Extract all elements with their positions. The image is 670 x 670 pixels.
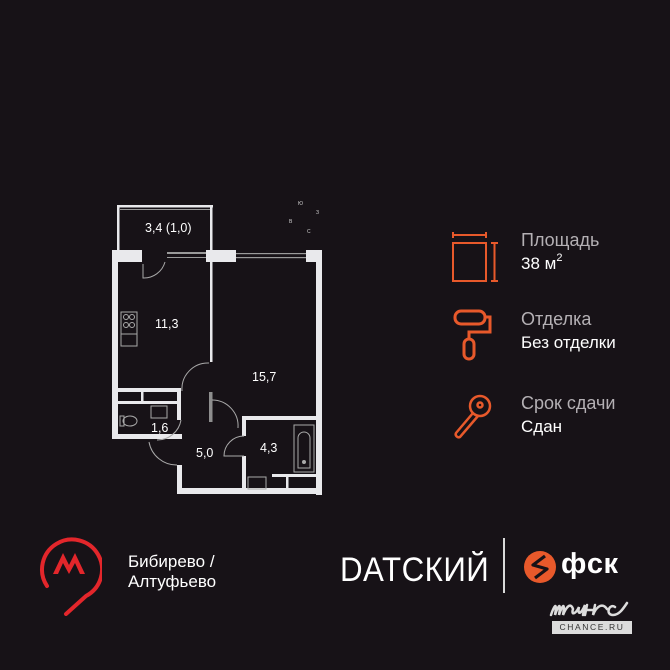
- developer-logo: фск: [561, 548, 619, 580]
- project-logo: DATCКИЙ: [340, 551, 490, 589]
- compass: Ю З В С: [289, 201, 319, 235]
- area-value: 38 м2: [521, 252, 563, 274]
- chance-logo: [549, 601, 629, 617]
- fixtures: [119, 261, 315, 490]
- room-label-living-room: 15,7: [252, 370, 276, 384]
- room-label-hallway: 5,0: [196, 446, 213, 460]
- walls: [112, 205, 322, 495]
- room-label-balcony: 3,4 (1,0): [145, 221, 192, 235]
- finish-value: Без отделки: [521, 333, 616, 352]
- room-label-toilet: 1,6: [151, 421, 168, 435]
- metro-station: Бибирево / Алтуфьево: [128, 552, 216, 592]
- delivery-label: Срок сдачи: [521, 393, 616, 413]
- finish-label: Отделка: [521, 309, 592, 329]
- area-unit-sup: 2: [556, 252, 563, 264]
- compass-east: В: [289, 219, 293, 225]
- fsk-logo-icon: [524, 551, 556, 583]
- metro-line-2: Алтуфьево: [128, 572, 217, 591]
- compass-west: З: [316, 210, 319, 216]
- room-label-kitchen: 11,3: [155, 317, 178, 331]
- delivery-value: Сдан: [521, 417, 563, 436]
- room-label-bathroom: 4,3: [260, 441, 277, 455]
- area-icon: [452, 232, 498, 282]
- logo-divider: [503, 538, 505, 593]
- area-value-number: 38 м: [521, 254, 557, 273]
- compass-north: С: [307, 229, 311, 235]
- compass-south: Ю: [298, 201, 303, 207]
- paint-roller-icon: [453, 309, 492, 361]
- metro-icon: [40, 537, 102, 616]
- chance-site: CHANCE.RU: [552, 621, 632, 634]
- area-label: Площадь: [521, 230, 600, 250]
- metro-line-1: Бибирево /: [128, 552, 215, 571]
- key-icon: [454, 394, 492, 439]
